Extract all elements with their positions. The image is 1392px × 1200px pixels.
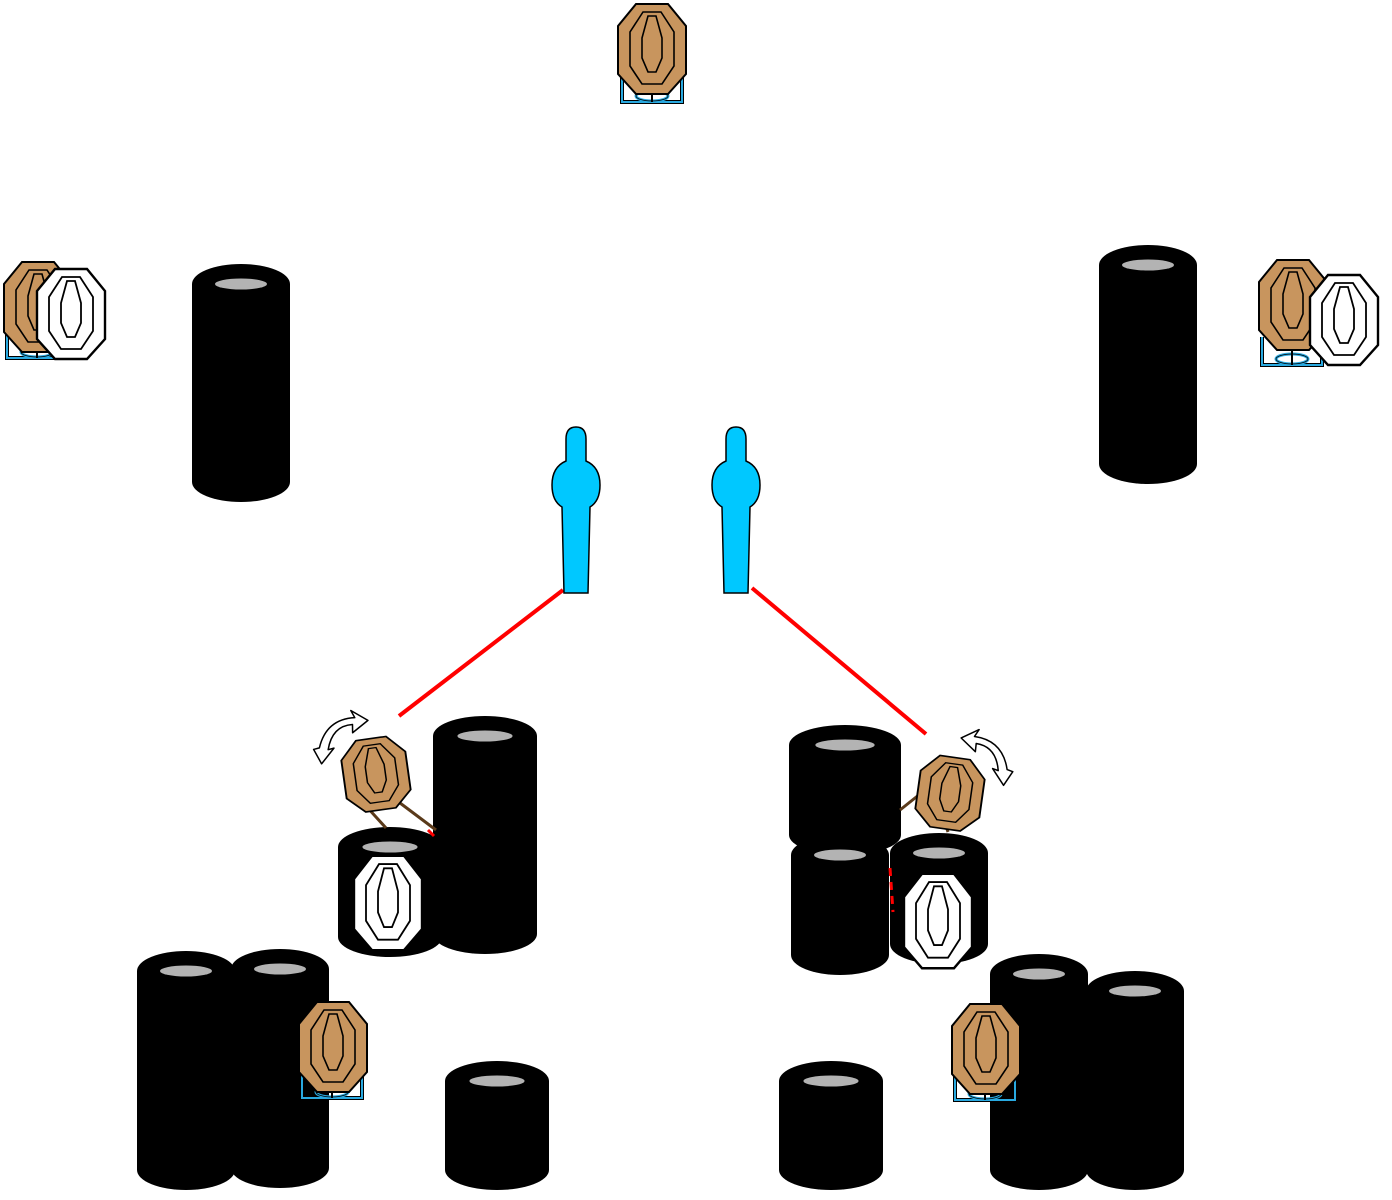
tire-hole [362, 841, 418, 853]
white-no-shoot-target-icon [352, 854, 424, 952]
tire-stack-icon [137, 951, 235, 1190]
tire-hole [1013, 968, 1065, 980]
shooter-silhouette-icon [711, 426, 761, 594]
tire-stack-icon [990, 954, 1088, 1190]
tire-stack-icon [789, 725, 901, 855]
tire-stack-icon [231, 949, 329, 1188]
tan-paper-target-icon [951, 1003, 1021, 1095]
tire-stack-icon [433, 716, 537, 954]
fault-line-left [397, 588, 565, 718]
tire-hole [160, 965, 212, 977]
white-no-shoot-target-icon [902, 872, 974, 970]
red-marker [888, 867, 895, 913]
tan-paper-target-icon [298, 1001, 368, 1093]
tan-paper-target-icon [617, 3, 687, 95]
tire-hole [815, 739, 875, 751]
tire-hole [457, 730, 513, 742]
targets [3, 3, 1380, 1102]
tire-stacks [137, 245, 1197, 1190]
tire-hole [1109, 985, 1161, 997]
white-no-shoot-target-icon [1308, 273, 1380, 367]
tire-stack-icon [791, 835, 889, 975]
swinging-target-icon [899, 724, 1024, 835]
tire-hole [215, 278, 267, 290]
tire-hole [913, 847, 965, 859]
shooter-silhouette-icon [551, 426, 601, 594]
tire-stack-icon [1086, 971, 1184, 1190]
swinging-target-icon [305, 706, 437, 832]
tire-hole [814, 849, 866, 861]
shooters [551, 426, 761, 594]
tire-stack-icon [1099, 245, 1197, 484]
red-marker [426, 828, 436, 838]
tire-stack-icon [445, 1061, 549, 1190]
tire-hole [469, 1075, 525, 1087]
fault-lines [397, 586, 928, 736]
tire-hole [1122, 259, 1174, 271]
tire-stack-icon [192, 264, 290, 502]
fault-line-right [750, 586, 928, 736]
tire-hole [803, 1075, 859, 1087]
white-no-shoot-target-icon [35, 267, 107, 361]
tire-hole [254, 963, 306, 975]
tire-stack-icon [779, 1061, 883, 1190]
